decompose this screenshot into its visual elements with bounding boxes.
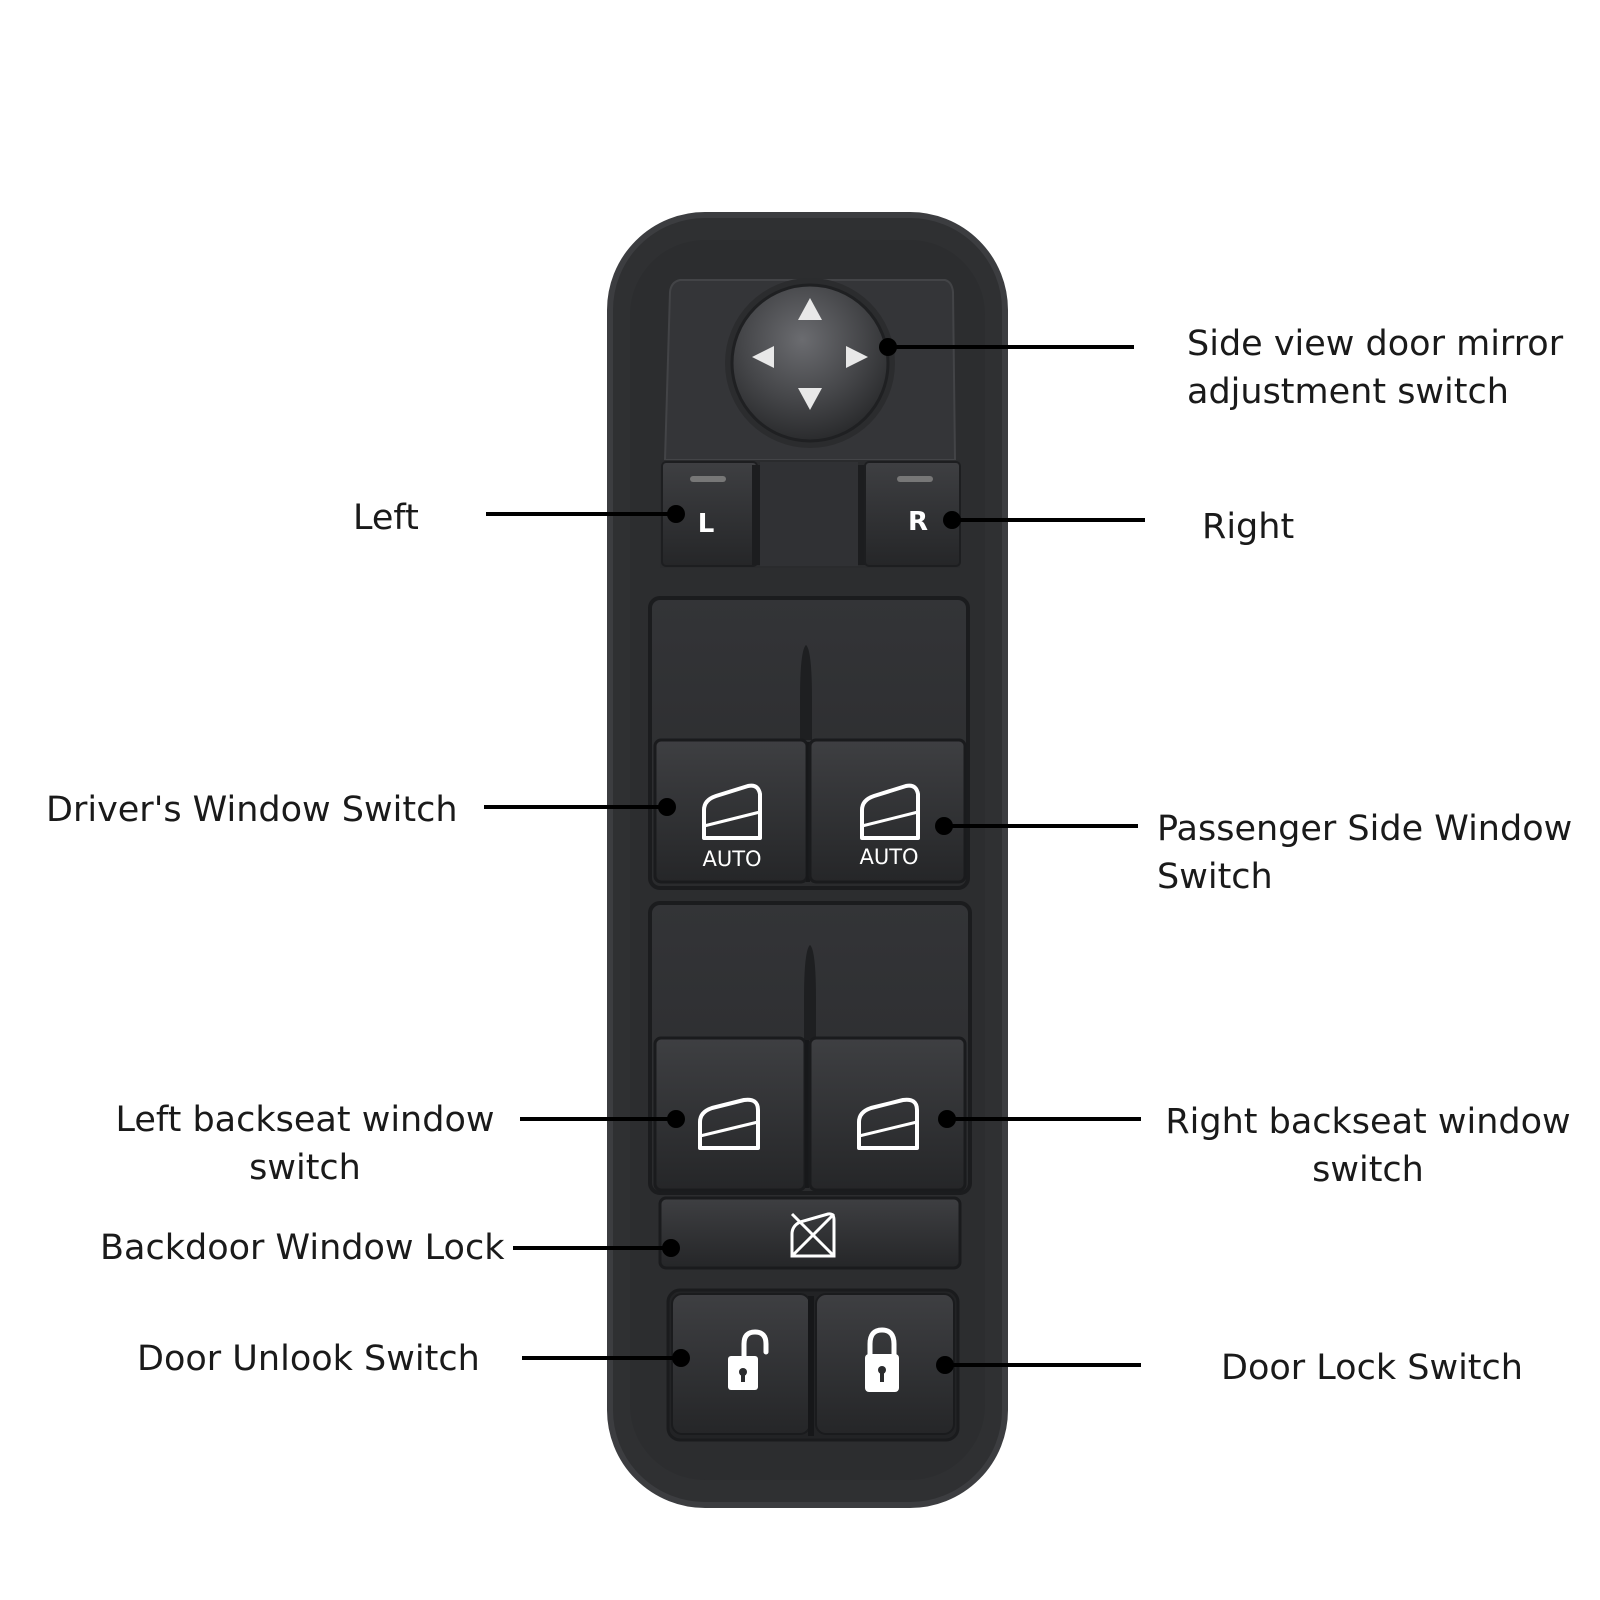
- padlock-closed-icon: [865, 1327, 899, 1392]
- callout-left-back-line2: switch: [249, 1148, 361, 1188]
- mirror-right-key[interactable]: R: [864, 461, 961, 567]
- door-unlock-switch[interactable]: [671, 1293, 811, 1435]
- window-lockout-icon: [790, 1212, 836, 1258]
- arrow-down-icon: [798, 388, 822, 410]
- callout-left-text: Left: [353, 498, 419, 538]
- callout-mirror-line2: adjustment switch: [1187, 372, 1509, 412]
- arrow-left-icon: [752, 346, 774, 368]
- callout-passenger-line1: Passenger Side Window: [1157, 809, 1573, 849]
- mirror-left-key-label: L: [698, 509, 715, 539]
- callout-backdoor-lock: Backdoor Window Lock: [100, 1224, 504, 1272]
- mirror-right-key-label: R: [908, 507, 928, 537]
- mirror-adjust-switch[interactable]: [663, 278, 957, 461]
- callout-backdoor-text: Backdoor Window Lock: [100, 1228, 505, 1268]
- callout-unlock-text: Door Unlook Switch: [137, 1339, 480, 1379]
- right-backseat-window-switch[interactable]: [808, 1036, 967, 1192]
- callout-left: Left: [353, 494, 419, 542]
- arrow-right-icon: [846, 346, 868, 368]
- callout-right-back-line1: Right backseat window: [1165, 1102, 1571, 1142]
- backdoor-window-lock-button[interactable]: [658, 1196, 962, 1270]
- front-window-switches: AUTO AUTO: [648, 596, 970, 890]
- passenger-window-switch[interactable]: AUTO: [808, 738, 967, 884]
- callout-mirror-switch: Side view door mirror adjustment switch: [1187, 320, 1563, 416]
- mirror-select-row: L R: [660, 460, 961, 568]
- callout-right: Right: [1202, 503, 1294, 551]
- callout-mirror-line1: Side view door mirror: [1187, 324, 1564, 364]
- window-icon: [698, 1097, 760, 1150]
- callout-left-back-line1: Left backseat window: [115, 1100, 495, 1140]
- door-lock-switch[interactable]: [815, 1293, 955, 1435]
- mirror-knob: [730, 283, 890, 443]
- callout-door-unlock: Door Unlook Switch: [137, 1335, 480, 1383]
- callout-driver-window: Driver's Window Switch: [46, 786, 458, 834]
- rear-window-switches: [648, 901, 972, 1195]
- window-icon: [860, 783, 920, 840]
- callout-driver-text: Driver's Window Switch: [46, 790, 458, 830]
- passenger-auto-label: AUTO: [859, 845, 918, 869]
- driver-window-switch[interactable]: AUTO: [653, 738, 809, 884]
- arrow-up-icon: [798, 298, 822, 320]
- door-lock-buttons: [666, 1288, 960, 1442]
- callout-door-lock: Door Lock Switch: [1221, 1344, 1523, 1392]
- leader-lines: [484, 345, 1145, 1367]
- leader-dots: [658, 338, 961, 1374]
- padlock-open-icon: [728, 1329, 769, 1390]
- callout-right-text: Right: [1202, 507, 1295, 547]
- callout-right-backseat: Right backseat window switch: [1163, 1098, 1573, 1194]
- window-icon: [857, 1097, 919, 1150]
- window-icon: [702, 783, 762, 840]
- callout-passenger-window: Passenger Side Window Switch: [1157, 805, 1572, 901]
- driver-auto-label: AUTO: [702, 847, 761, 871]
- mirror-left-key[interactable]: L: [661, 461, 758, 567]
- callout-lock-text: Door Lock Switch: [1221, 1348, 1523, 1388]
- callout-left-backseat: Left backseat window switch: [105, 1096, 505, 1192]
- callout-right-back-line2: switch: [1312, 1150, 1424, 1190]
- callout-passenger-line2: Switch: [1157, 857, 1273, 897]
